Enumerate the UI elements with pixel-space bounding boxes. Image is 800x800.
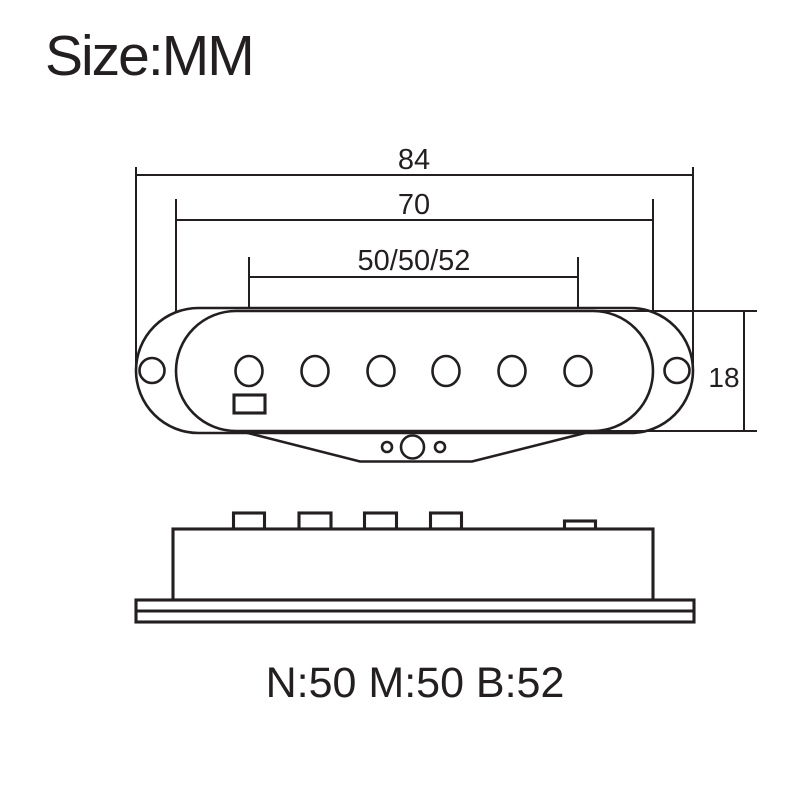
mounting-ear-hole-right bbox=[663, 356, 691, 385]
tab-hole-left bbox=[380, 440, 394, 454]
pole-piece-hole-4 bbox=[431, 354, 461, 388]
dimension-height: 18 bbox=[596, 310, 757, 432]
pole-piece-hole-5 bbox=[497, 354, 527, 388]
dim-label-84: 84 bbox=[398, 144, 430, 176]
dim-label-18: 18 bbox=[708, 362, 739, 393]
page-title: Size:MM bbox=[45, 24, 253, 88]
side-pole-tab-1 bbox=[231, 511, 267, 531]
side-pole-tab-2 bbox=[297, 511, 333, 531]
dimension-cover-width: 70 bbox=[175, 189, 654, 313]
bottom-tab-outline bbox=[239, 429, 594, 463]
pole-piece-hole-2 bbox=[300, 354, 330, 388]
cover-outline bbox=[174, 309, 655, 433]
dim-label-50-50-52: 50/50/52 bbox=[358, 245, 471, 277]
tab-hole-right bbox=[433, 440, 447, 454]
pole-piece-hole-6 bbox=[563, 354, 593, 388]
pole-piece-hole-3 bbox=[366, 354, 396, 388]
dimension-overall-width: 84 bbox=[135, 144, 694, 370]
pole-piece-hole-1 bbox=[234, 354, 264, 388]
footer-pole-spacing-note: N:50 M:50 B:52 bbox=[266, 659, 565, 707]
mounting-ear-hole-left bbox=[138, 356, 166, 385]
pickup-side-view bbox=[134, 511, 696, 624]
lead-window-rect bbox=[232, 393, 267, 415]
dim-label-70: 70 bbox=[398, 189, 430, 221]
side-pole-tab-3 bbox=[362, 511, 399, 531]
pickup-top-view bbox=[134, 306, 695, 463]
tab-screw-hole-center bbox=[399, 434, 426, 460]
side-pole-tab-4 bbox=[428, 511, 464, 531]
side-body-outline bbox=[171, 527, 655, 602]
